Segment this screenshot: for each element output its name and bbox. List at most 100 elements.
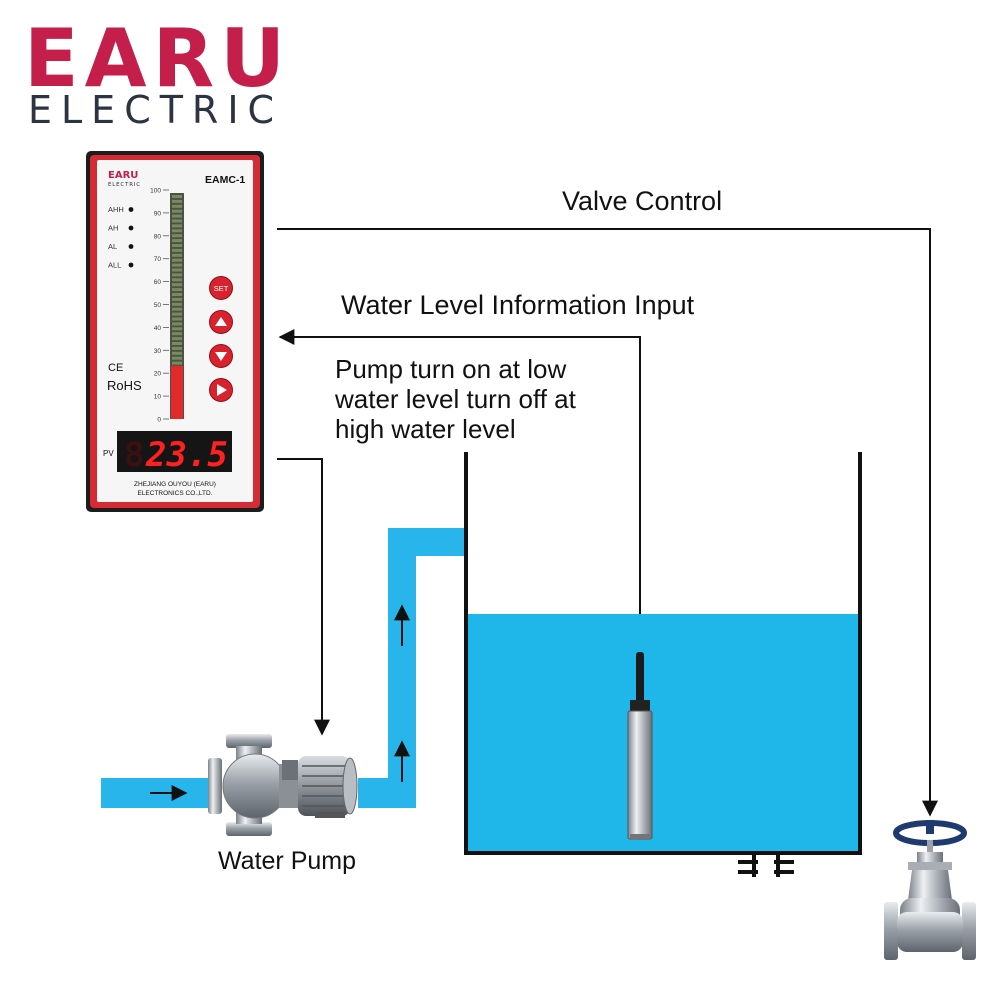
bargraph-segment (172, 263, 182, 267)
bargraph-segment (172, 278, 182, 282)
bargraph-segment (172, 283, 182, 287)
bargraph-segment (172, 332, 182, 336)
controller-button-up[interactable] (209, 310, 233, 334)
flow-arrows (150, 604, 410, 801)
pump-note-line-2: water level turn off at (334, 384, 577, 414)
set-button-label: SET (214, 284, 229, 293)
bargraph-segment (172, 199, 182, 203)
controller-brand-sub: ELECTRIC (108, 182, 141, 188)
bargraph-segment (172, 322, 182, 326)
bargraph-segment (172, 327, 182, 331)
scale-tick-label: 50 (154, 302, 162, 309)
alarm-led-all (128, 262, 134, 268)
bargraph-segment (172, 297, 182, 301)
alarm-label-ah: AH (108, 224, 118, 233)
scale-tick-label: 100 (150, 188, 161, 195)
brand-logo: EARU ELECTRIC (24, 12, 291, 132)
bargraph-segment (172, 356, 182, 360)
brand-name: EARU (24, 12, 291, 105)
scale-tick-label: 80 (154, 233, 162, 240)
scale-tick-label: 0 (157, 417, 161, 424)
bargraph-segment (172, 293, 182, 296)
right-arrow-icon (217, 384, 227, 396)
bargraph-segment (172, 195, 182, 198)
tank-walls (464, 452, 862, 855)
maker-line-1: ZHEJIANG OUYOU (EARU) (134, 481, 216, 488)
pv-label: PV (103, 449, 114, 458)
scale-tick-label: 10 (154, 394, 162, 401)
bargraph-segment (172, 307, 182, 311)
alarm-label-al: AL (108, 242, 117, 251)
led-display-ghost-digit: 8 (124, 435, 144, 475)
bargraph-segment (172, 209, 182, 213)
scale-tick-label: 70 (154, 256, 162, 263)
alarm-label-ahh: AHH (108, 205, 124, 214)
bargraph-segment (172, 258, 182, 262)
water-pump-label: Water Pump (218, 847, 356, 875)
controller-model: EAMC-1 (205, 174, 245, 186)
bargraph-segment (172, 342, 182, 345)
bargraph-segment (172, 239, 182, 243)
down-arrow-icon (215, 352, 227, 361)
led-display-value: 23.5 (145, 435, 228, 475)
pump-note-line-3: high water level (335, 414, 516, 444)
bargraph-segment (172, 317, 182, 321)
controller-button-down[interactable] (209, 344, 233, 368)
tank-drain (738, 853, 794, 877)
bargraph-segment (172, 234, 182, 238)
gate-valve-icon (884, 820, 976, 960)
water-tank (464, 452, 862, 877)
alarm-indicators: AHH AH AL ALL (108, 205, 134, 270)
water-pump-icon (208, 734, 358, 836)
maker-line-2: ELECTRONICS CO.,LTD. (137, 490, 212, 497)
bargraph-segment (172, 273, 182, 277)
bargraph-segment (172, 351, 182, 355)
controller-button-right[interactable] (209, 378, 233, 402)
bargraph-segment (172, 302, 182, 306)
signal-lines (277, 228, 938, 817)
bargraph-segment (172, 337, 182, 341)
controller-brand: EARU (108, 170, 138, 181)
bargraph-segment (172, 248, 182, 252)
bargraph-segment (172, 346, 182, 350)
alarm-led-al (128, 244, 134, 249)
tank-feed-pipe (388, 528, 468, 556)
ce-mark: CE (108, 362, 123, 374)
scale-tick-label: 20 (154, 371, 162, 378)
controller-buttons: SET (209, 276, 233, 402)
brand-subtitle: ELECTRIC (28, 88, 283, 132)
bargraph-segment (172, 268, 182, 272)
pump-control-line (277, 458, 330, 736)
bargraph-segment (172, 312, 182, 316)
tank-water (468, 614, 859, 852)
bargraph-level-fill (171, 365, 183, 419)
bargraph-segment (172, 204, 182, 208)
water-level-input-label: Water Level Information Input (341, 290, 695, 320)
alarm-led-ahh (128, 207, 134, 212)
bargraph-segment (172, 361, 182, 365)
led-display (117, 431, 232, 472)
alarm-label-all: ALL (108, 261, 121, 270)
bargraph-segment (172, 288, 182, 292)
alarm-led-ah (128, 225, 134, 231)
scale-tick-label: 60 (154, 279, 162, 286)
scale-tick-label: 40 (154, 325, 162, 332)
bargraph-segment (172, 229, 182, 233)
bargraph-segment (172, 224, 182, 228)
controller-button-set[interactable]: SET (209, 276, 233, 300)
water-level-input-line (278, 329, 641, 640)
bargraph-segment (172, 219, 182, 223)
pump-note-line-1: Pump turn on at low (335, 354, 566, 384)
rohs-mark: RoHS (107, 378, 142, 393)
up-arrow-icon (215, 317, 227, 326)
valve-control-label: Valve Control (562, 186, 722, 216)
level-sensor-icon (627, 652, 653, 840)
scale-tick-label: 30 (154, 348, 162, 355)
bargraph-segment (172, 244, 182, 247)
bargraph-segment (172, 214, 182, 218)
valve-control-line (277, 228, 938, 817)
bargraph-segment (172, 253, 182, 257)
